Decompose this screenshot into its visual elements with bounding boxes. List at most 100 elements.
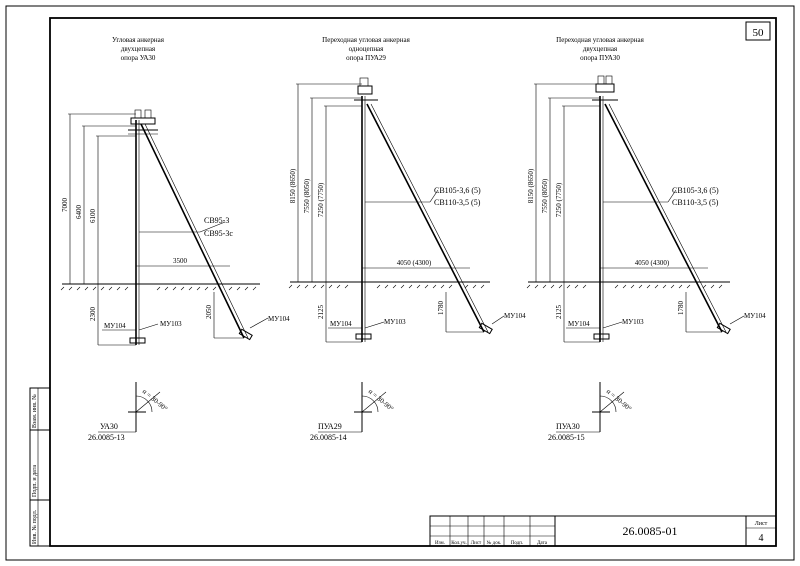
panel-title-line-2: одноцепная bbox=[349, 45, 385, 53]
height-dim-3: 6100 bbox=[89, 209, 97, 224]
wire-label-1: СВ105-3,6 (5) bbox=[434, 186, 481, 195]
side-stamp-inventory: Инв. № подл. bbox=[32, 509, 38, 544]
angle-plan: α = 30-90° ПУА29 26.0085-14 bbox=[310, 382, 395, 442]
pole-base bbox=[129, 328, 253, 344]
page-number-box bbox=[745, 21, 771, 41]
pole-strut bbox=[140, 123, 249, 339]
depth-dimensions: 2300 2050 bbox=[89, 284, 244, 346]
mu-right: МУ104 bbox=[744, 312, 766, 320]
span-dimension: 4050 (4300) bbox=[600, 259, 708, 269]
plan-code-number: 26.0085-13 bbox=[88, 433, 125, 442]
depth-value: 2300 bbox=[89, 307, 97, 322]
span-dimension: 3500 bbox=[136, 257, 230, 267]
plan-code-name: ПУА30 bbox=[556, 422, 580, 431]
height-dim-3: 7250 (7750) bbox=[555, 182, 563, 217]
tb-header-list: Лист bbox=[471, 541, 482, 546]
tb-header-doc: № док. bbox=[487, 540, 502, 546]
depth-value: 2125 bbox=[317, 305, 325, 320]
panel-pua30: Переходная угловая анкерная двухцепная о… bbox=[526, 36, 766, 442]
crossarm bbox=[354, 77, 378, 101]
panel-title-line-3: опора ПУА30 bbox=[580, 54, 620, 62]
height-dim-3: 7250 (7750) bbox=[317, 182, 325, 217]
pole-base bbox=[593, 322, 731, 340]
height-dim-2: 6400 bbox=[75, 205, 83, 220]
span-value: 4050 (4300) bbox=[635, 259, 670, 267]
wire-callouts: СВ105-3,6 (5) СВ110-3,5 (5) bbox=[603, 186, 719, 207]
wire-label-1: СВ95-3 bbox=[204, 216, 229, 225]
depth-dimensions: 2125 1780 bbox=[555, 282, 722, 343]
plan-code-number: 26.0085-15 bbox=[548, 433, 585, 442]
height-dimensions: 8150 (8650) 7550 (8050) 7250 (7750) bbox=[527, 83, 600, 282]
wire-label-1: СВ105-3,6 (5) bbox=[672, 186, 719, 195]
pole-main bbox=[599, 96, 604, 342]
height-dim-2: 7550 (8050) bbox=[303, 178, 311, 213]
height-dimensions: 7000 6400 6100 bbox=[61, 113, 136, 284]
plan-code-number: 26.0085-14 bbox=[310, 433, 347, 442]
anchor-depth-value: 2050 bbox=[205, 305, 213, 320]
height-dim-2: 7550 (8050) bbox=[541, 178, 549, 213]
span-value: 4050 (4300) bbox=[397, 259, 432, 267]
pole-base bbox=[355, 322, 493, 340]
mu-left: МУ104 bbox=[330, 320, 352, 328]
tb-header-kol: Кол.уч. bbox=[451, 541, 467, 546]
inner-frame bbox=[49, 17, 777, 547]
plan-code-name: ПУА29 bbox=[318, 422, 342, 431]
anchor-depth-value: 1780 bbox=[677, 301, 685, 316]
mu-right: МУ104 bbox=[504, 312, 526, 320]
height-dimensions: 8150 (8650) 7550 (8050) 7250 (7750) bbox=[289, 83, 362, 282]
wire-label-2: СВ110-3,5 (5) bbox=[434, 198, 481, 207]
title-block: Изм. Кол.уч. Лист № док. Подп. Дата 26.0… bbox=[429, 515, 777, 547]
pole-strut bbox=[604, 103, 727, 333]
mu-mid: МУ103 bbox=[622, 318, 644, 326]
panel-title-line-1: Угловая анкерная bbox=[112, 36, 165, 44]
pole-main bbox=[361, 96, 366, 342]
mu-mid: МУ103 bbox=[384, 318, 406, 326]
wire-label-2: СВ110-3,5 (5) bbox=[672, 198, 719, 207]
mu-labels: МУ104 МУ103 МУ104 bbox=[328, 312, 526, 329]
plan-code-name: УА30 bbox=[100, 422, 118, 431]
tb-header-izm: Изм. bbox=[435, 541, 445, 546]
panel-title-line-1: Переходная угловая анкерная bbox=[556, 36, 644, 44]
panel-ua30: Угловая анкерная двухцепная опора УА30 bbox=[60, 36, 290, 442]
height-dim-1: 8150 (8650) bbox=[289, 168, 297, 203]
anchor-depth-value: 1780 bbox=[437, 301, 445, 316]
wire-callouts: СВ105-3,6 (5) СВ110-3,5 (5) bbox=[365, 186, 481, 207]
page-number: 50 bbox=[753, 27, 765, 39]
depth-dimensions: 2125 1780 bbox=[317, 282, 484, 343]
crossarm bbox=[128, 109, 158, 135]
depth-value: 2125 bbox=[555, 305, 563, 320]
crossarm bbox=[592, 75, 618, 101]
height-dim-1: 7000 bbox=[61, 198, 69, 213]
document-code: 26.0085-01 bbox=[623, 524, 678, 538]
panel-title-line-2: двухцепная bbox=[583, 45, 618, 53]
ground-line bbox=[60, 283, 260, 291]
mu-left: МУ104 bbox=[568, 320, 590, 328]
list-label: Лист bbox=[755, 521, 768, 527]
side-stamp-sign: Подп. и дата bbox=[32, 465, 38, 497]
side-stamp-replace: Взам. инв. № bbox=[32, 394, 38, 428]
ground-line bbox=[288, 281, 490, 289]
angle-plan: α = 30-90° УА30 26.0085-13 bbox=[88, 382, 169, 442]
ground-line bbox=[526, 281, 730, 289]
span-dimension: 4050 (4300) bbox=[362, 259, 470, 269]
panel-title-line-2: двухцепная bbox=[121, 45, 156, 53]
pole-main bbox=[135, 120, 140, 345]
mu-labels: МУ104 МУ103 МУ104 bbox=[566, 312, 766, 329]
pole-strut bbox=[366, 103, 489, 333]
wire-callouts: СВ95-3 СВ95-3с bbox=[139, 216, 233, 238]
span-value: 3500 bbox=[173, 257, 188, 265]
panel-title-line-1: Переходная угловая анкерная bbox=[322, 36, 410, 44]
outer-frame bbox=[5, 5, 795, 561]
height-dim-1: 8150 (8650) bbox=[527, 168, 535, 203]
angle-label: α = 30-90° bbox=[367, 387, 395, 413]
mu-mid: МУ103 bbox=[160, 320, 182, 328]
mu-right: МУ104 bbox=[268, 315, 290, 323]
panel-title-line-3: опора УА30 bbox=[121, 54, 156, 62]
tb-header-date: Дата bbox=[537, 541, 548, 546]
angle-label: α = 30-90° bbox=[141, 387, 169, 413]
tb-header-sign: Подп. bbox=[511, 541, 523, 546]
panel-pua29: Переходная угловая анкерная одноцепная о… bbox=[288, 36, 526, 442]
side-stamp: Взам. инв. № Подп. и дата Инв. № подл. bbox=[29, 387, 51, 547]
mu-labels: МУ104 МУ103 МУ104 bbox=[102, 315, 290, 331]
